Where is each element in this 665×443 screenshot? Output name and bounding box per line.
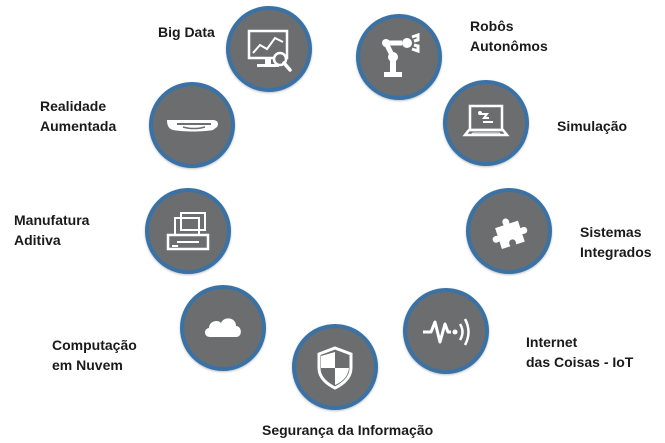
puzzle-piece-icon <box>492 218 528 250</box>
printer-3d-icon <box>166 212 210 251</box>
label-manufatura: Manufatura Aditiva <box>14 212 90 248</box>
signal-wave-icon <box>423 318 470 346</box>
label-nuvem: Computação em Nuvem <box>52 337 137 373</box>
node-realidade <box>149 82 235 168</box>
cloud-icon <box>204 318 241 337</box>
label-big-data: Big Data <box>158 24 215 40</box>
laptop-icon <box>462 104 510 137</box>
node-big-data <box>226 6 312 92</box>
node-seguranca <box>292 324 378 410</box>
shield-icon <box>317 346 353 390</box>
label-seguranca: Segurança da Informação <box>262 422 434 438</box>
label-robos-autonomos: Robôs Autonômos <box>470 18 548 54</box>
node-sistemas-integrados <box>466 188 552 274</box>
label-sistemas-integrados: Sistemas Integrados <box>580 224 652 260</box>
label-simulacao: Simulação <box>557 118 628 134</box>
robot-arm-icon <box>382 32 420 77</box>
node-iot <box>403 288 489 374</box>
analytics-screen-icon <box>247 29 292 72</box>
label-realidade: Realidade Aumentada <box>40 98 117 134</box>
node-robos-autonomos <box>356 14 442 100</box>
node-nuvem <box>180 285 266 371</box>
ar-glasses-icon <box>167 120 218 132</box>
node-manufatura <box>145 188 231 274</box>
label-iot: Internet das Coisas - IoT <box>526 334 634 370</box>
node-simulacao <box>443 80 529 166</box>
